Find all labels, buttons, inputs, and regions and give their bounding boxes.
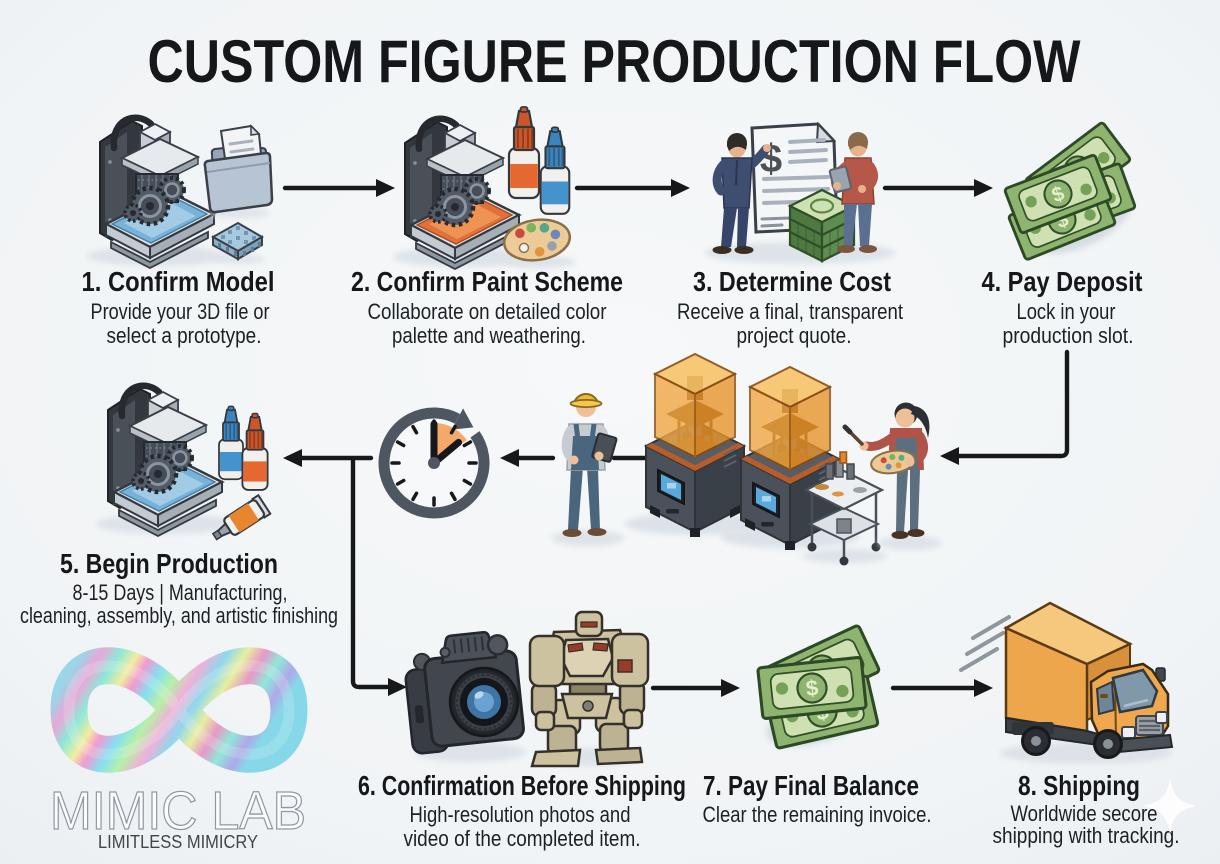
svg-text:CUSTOM FIGURE PRODUCTION FLOW: CUSTOM FIGURE PRODUCTION FLOW: [148, 28, 1081, 95]
svg-text:5. Begin Production: 5. Begin Production: [60, 548, 278, 579]
svg-text:7. Pay Final Balance: 7. Pay Final Balance: [703, 770, 919, 801]
svg-text:Clear the remaining invoice.: Clear the remaining invoice.: [703, 802, 932, 827]
svg-text:Lock in your: Lock in your: [1017, 299, 1116, 324]
svg-text:4. Pay Deposit: 4. Pay Deposit: [982, 266, 1143, 297]
svg-text:Collaborate on detailed color: Collaborate on detailed color: [368, 299, 607, 324]
svg-text:1. Confirm Model: 1. Confirm Model: [82, 266, 275, 297]
svg-text:palette and weathering.: palette and weathering.: [392, 323, 586, 348]
svg-text:video of the completed item.: video of the completed item.: [404, 826, 641, 851]
svg-text:Receive a final, transparent: Receive a final, transparent: [677, 299, 903, 324]
svg-text:3. Determine Cost: 3. Determine Cost: [693, 266, 891, 297]
svg-text:2. Confirm Paint Scheme: 2. Confirm Paint Scheme: [351, 266, 623, 297]
svg-text:production slot.: production slot.: [1003, 323, 1134, 348]
svg-text:MIMIC LAB: MIMIC LAB: [50, 781, 306, 841]
svg-text:Worldwide secore: Worldwide secore: [1011, 801, 1158, 826]
svg-text:cleaning, assembly, and artist: cleaning, assembly, and artistic finishi…: [20, 603, 338, 628]
svg-text:project quote.: project quote.: [737, 323, 852, 348]
svg-text:LIMITLESS MIMICRY: LIMITLESS MIMICRY: [98, 832, 258, 852]
svg-text:Provide your 3D file or: Provide your 3D file or: [91, 299, 270, 324]
svg-text:High-resolution photos and: High-resolution photos and: [410, 802, 631, 827]
svg-text:8-15 Days | Manufacturing,: 8-15 Days | Manufacturing,: [73, 580, 288, 605]
svg-text:6. Confirmation Before Shippin: 6. Confirmation Before Shipping: [358, 770, 686, 801]
svg-text:shipping with tracking.: shipping with tracking.: [993, 823, 1180, 848]
svg-text:select a prototype.: select a prototype.: [107, 323, 262, 348]
svg-text:8. Shipping: 8. Shipping: [1018, 770, 1140, 801]
